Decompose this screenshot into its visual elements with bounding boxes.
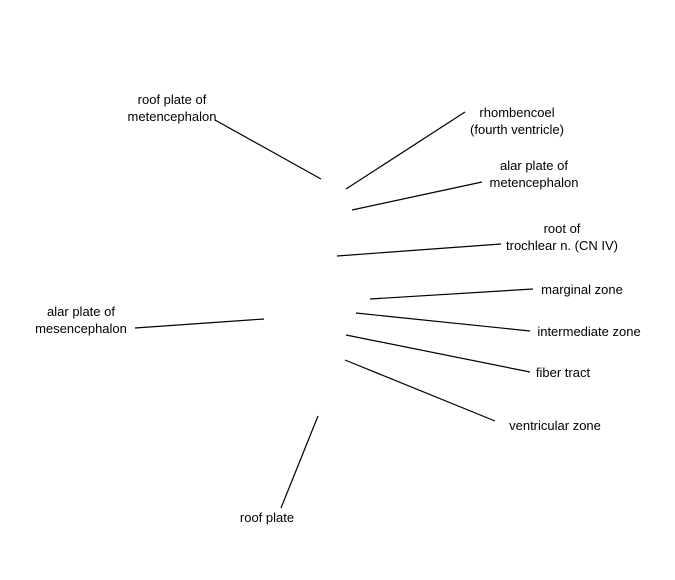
- label-alar-plate-metencephalon: alar plate of metencephalon: [489, 158, 579, 190]
- label-marginal-zone: marginal zone: [541, 282, 623, 297]
- label-intermediate-zone: intermediate zone: [537, 324, 641, 339]
- label-roof-plate-metencephalon: roof plate of metencephalon: [127, 92, 217, 124]
- leader-line-alar-plate-mesencephalon: [134, 318, 265, 329]
- label-alar-plate-mesencephalon: alar plate of mesencephalon: [35, 304, 127, 336]
- label-roof-plate: roof plate: [239, 510, 295, 525]
- leader-line-marginal-zone: [369, 288, 534, 300]
- leader-line-roof-plate: [280, 415, 319, 509]
- leader-line-rhombencoel: [345, 111, 466, 190]
- leader-line-ventricular-zone: [344, 359, 496, 422]
- label-fiber-tract: fiber tract: [535, 365, 591, 380]
- leader-line-fiber-tract: [345, 334, 531, 373]
- label-root-trochlear: root of trochlear n. (CN IV): [506, 221, 618, 253]
- label-rhombencoel: rhombencoel (fourth ventricle): [470, 105, 564, 137]
- leader-line-intermediate-zone: [355, 312, 531, 332]
- label-ventricular-zone: ventricular zone: [509, 418, 601, 433]
- leader-line-alar-plate-metencephalon: [351, 181, 483, 211]
- leader-line-root-trochlear: [336, 243, 502, 257]
- leader-line-roof-plate-metencephalon: [214, 119, 322, 180]
